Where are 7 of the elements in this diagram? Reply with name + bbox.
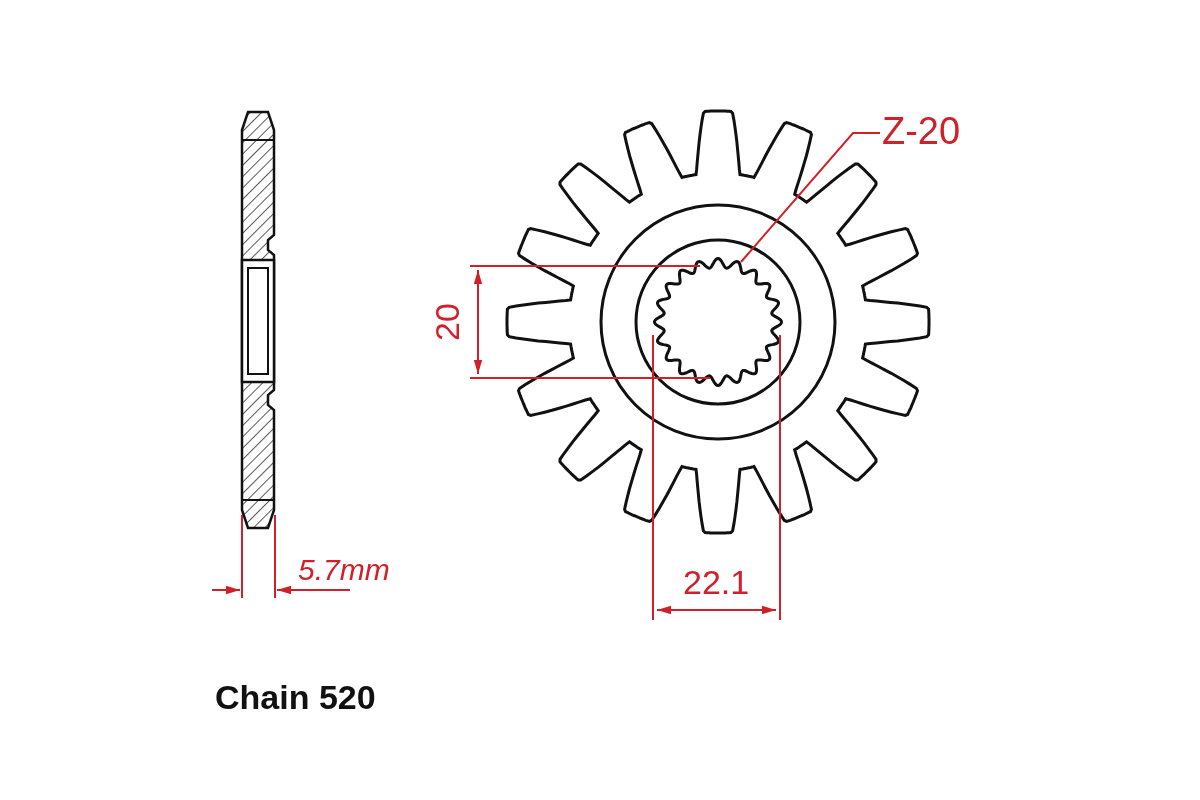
- dimension-label: 5.7mm: [298, 555, 390, 585]
- dimension-label: 20: [429, 303, 464, 341]
- callout-label: Z-20: [882, 112, 961, 150]
- caption-text: Chain 520: [215, 680, 376, 714]
- dimension-label: 22.1: [683, 565, 750, 599]
- spline-bore-outline: [653, 257, 783, 387]
- leader-line: [740, 132, 881, 263]
